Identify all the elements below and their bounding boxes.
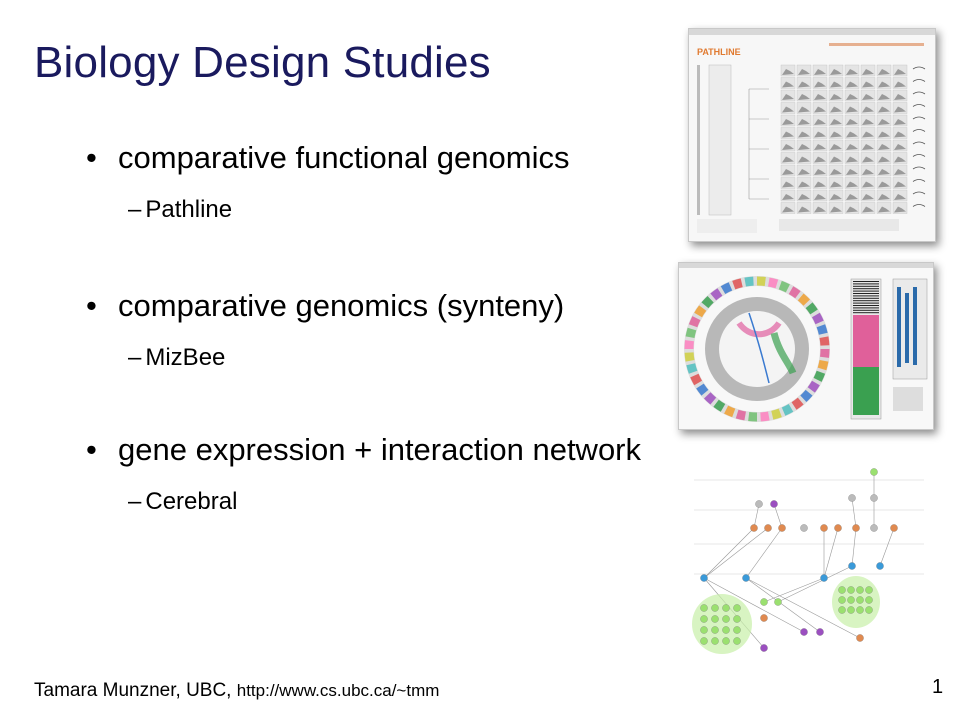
footer-author: Tamara Munzner, UBC, (34, 680, 232, 701)
bullet-dot: • (86, 288, 97, 323)
mizbee-screenshot (678, 262, 934, 430)
sub-item-3: –Cerebral (128, 488, 237, 516)
page-number: 1 (932, 676, 944, 698)
bullet-item-2: • comparative genomics (synteny) (86, 288, 565, 324)
bullet-text: comparative genomics (synteny) (118, 288, 565, 323)
cerebral-screenshot (684, 462, 930, 662)
bullet-dot: • (86, 140, 97, 175)
sub-text: Cerebral (145, 488, 238, 515)
pathline-image: PATHLINE (689, 29, 935, 241)
sub-text: Pathline (145, 196, 233, 223)
sub-text: MizBee (145, 344, 226, 371)
sub-item-1: –Pathline (128, 196, 232, 224)
page-title: Biology Design Studies (34, 38, 491, 87)
footer-url: http://www.cs.ubc.ca/~tmm (236, 681, 440, 700)
sub-dash: – (128, 344, 142, 371)
bullet-item-3: • gene expression + interaction network (86, 432, 642, 468)
cerebral-image (684, 462, 930, 662)
bullet-item-1: • comparative functional genomics (86, 140, 570, 176)
sub-dash: – (128, 488, 142, 515)
bullet-dot: • (86, 432, 97, 467)
sub-dash: – (128, 196, 142, 223)
pathline-screenshot: PATHLINE (688, 28, 936, 242)
footer: Tamara Munzner, UBC, http://www.cs.ubc.c… (34, 680, 439, 702)
mizbee-image (679, 263, 933, 429)
sub-item-2: –MizBee (128, 344, 225, 372)
bullet-text: gene expression + interaction network (118, 432, 642, 467)
pathline-logo: PATHLINE (697, 47, 741, 57)
bullet-text: comparative functional genomics (118, 140, 570, 175)
